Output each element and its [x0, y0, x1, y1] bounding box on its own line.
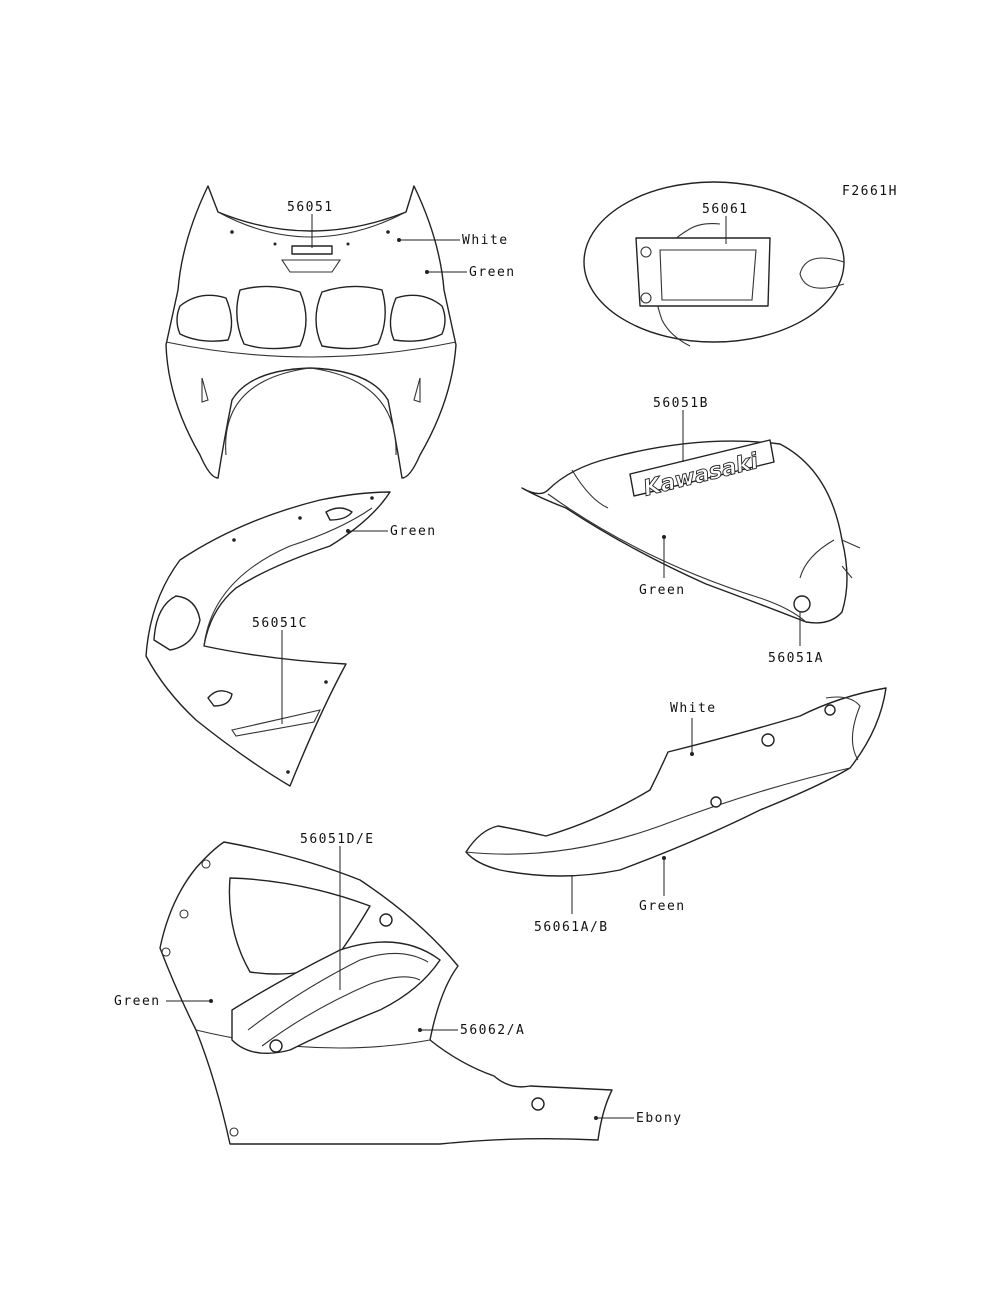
part-number-label: 56051A [768, 651, 824, 666]
emblem-recess [280, 259, 342, 273]
duct-left [176, 294, 233, 342]
vent-right [413, 377, 421, 403]
headlight-left [236, 285, 307, 350]
upper-cowl [165, 185, 457, 479]
cowl-dot [298, 516, 302, 520]
cowl-dot [324, 680, 328, 684]
middle-cowl-outline [145, 491, 391, 787]
color-label: Green [390, 524, 437, 539]
pad-hole [640, 292, 652, 304]
cowl-inner-curve [203, 507, 373, 647]
tank-pad-view [583, 181, 845, 347]
cowl-dot [232, 538, 236, 542]
color-label: White [670, 701, 717, 716]
seat-cowl-hole [710, 796, 722, 808]
cowl-window [153, 595, 201, 651]
cowl-crease [165, 341, 457, 358]
tank-hose [841, 539, 861, 549]
part-number-label: 56051 [287, 200, 334, 215]
lower-cowl-crease [195, 1029, 431, 1049]
fuel-tank-outline [521, 440, 848, 624]
duct-right [389, 294, 446, 342]
vent-left [201, 377, 209, 403]
cowl-dot [370, 496, 374, 500]
color-label: Ebony [636, 1111, 683, 1126]
pad-hole [640, 246, 652, 258]
cowl-dot [230, 230, 234, 234]
part-number-label: 56051D/E [300, 832, 375, 847]
lower-cowl-hole [379, 913, 393, 927]
part-number-label: 56051B [653, 396, 709, 411]
tank-side-curve [799, 257, 845, 289]
lower-cowl [159, 841, 613, 1145]
color-label: Green [639, 899, 686, 914]
seat-cowl-hole [824, 704, 836, 716]
seat-cowl-edge [465, 767, 851, 855]
seat-cowl-outline [465, 687, 887, 877]
tank-pad-curve [687, 223, 721, 231]
lower-cowl-hole [531, 1097, 545, 1111]
cowl-dot [346, 242, 350, 246]
tank-logo-panel [629, 439, 775, 497]
cowl-dot [286, 770, 290, 774]
cowl-dot [386, 230, 390, 234]
seat-cowl [465, 687, 887, 877]
part-number-label: 56062/A [460, 1023, 525, 1038]
ninja-lettering [231, 941, 441, 1055]
part-number-label: 56061 [702, 202, 749, 217]
cowl-hole-upper [325, 507, 353, 521]
upper-cowl-outline [165, 185, 457, 479]
ninja-lettering-detail [261, 976, 421, 1047]
lower-cowl-hole [269, 1039, 283, 1053]
cowl-dot [273, 242, 277, 246]
cowl-mount [161, 947, 171, 957]
tank-lower-edge [547, 493, 807, 623]
tank-knee-line [571, 469, 609, 509]
tank-pad-inner [659, 249, 757, 301]
ninja-decal [231, 709, 322, 737]
part-number-label: 56061A/B [534, 920, 609, 935]
cowl-inner-arch [225, 367, 397, 456]
headlight-right [315, 285, 386, 350]
windscreen-edge [217, 211, 407, 238]
color-label: White [462, 233, 509, 248]
cowl-mount [229, 1127, 239, 1137]
ninja-lettering-detail [247, 952, 429, 1031]
cowl-mount [179, 909, 189, 919]
figure-code: F2661H [842, 184, 898, 199]
cowl-mount [201, 859, 211, 869]
color-label: Green [469, 265, 516, 280]
seat-cowl-hole [761, 733, 775, 747]
tank-pad [635, 237, 771, 307]
color-label: Green [114, 994, 161, 1009]
fuel-tank: Kawasaki [521, 439, 861, 624]
tank-detail [799, 539, 835, 579]
cowl-hole-lower [207, 690, 233, 707]
tank-emblem [793, 595, 811, 613]
middle-cowl [145, 491, 391, 787]
tank-hose [841, 565, 853, 579]
seat-cowl-tail [825, 696, 861, 761]
color-label: Green [639, 583, 686, 598]
part-number-label: 56051C [252, 616, 308, 631]
